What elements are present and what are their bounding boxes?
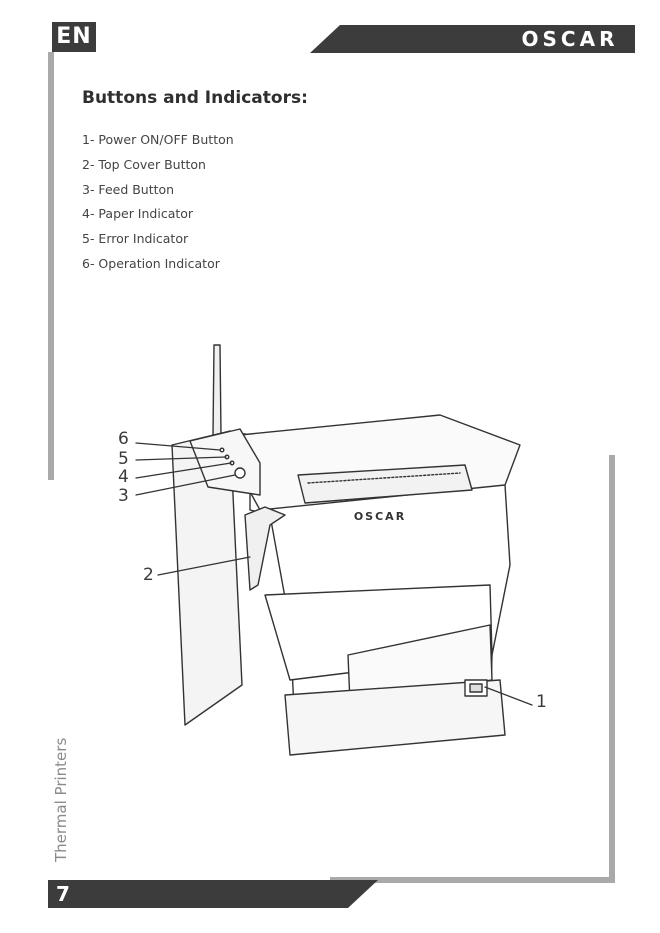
side-label: Thermal Printers <box>52 738 70 862</box>
list-item: 1- Power ON/OFF Button <box>82 128 234 153</box>
page-number: 7 <box>56 882 86 906</box>
brand-logo: OSCAR <box>510 27 630 51</box>
buttons-indicators-list: 1- Power ON/OFF Button 2- Top Cover Butt… <box>82 128 234 277</box>
list-item: 2- Top Cover Button <box>82 153 234 178</box>
callout-5: 5 <box>118 450 129 468</box>
printer-brand-text: OSCAR <box>354 510 406 523</box>
list-item: 3- Feed Button <box>82 178 234 203</box>
antenna <box>213 345 221 435</box>
list-item: 5- Error Indicator <box>82 227 234 252</box>
power-switch <box>465 680 487 696</box>
section-title: Buttons and Indicators: <box>82 88 308 108</box>
left-margin-rule <box>48 52 54 480</box>
callout-6: 6 <box>118 430 129 448</box>
footer-bar <box>48 880 378 908</box>
printer-illustration: OSCAR <box>100 335 560 775</box>
list-item: 4- Paper Indicator <box>82 202 234 227</box>
callout-3: 3 <box>118 487 129 505</box>
language-badge: EN <box>52 22 96 52</box>
callout-2: 2 <box>143 566 154 584</box>
callout-1: 1 <box>536 693 547 711</box>
list-item: 6- Operation Indicator <box>82 252 234 277</box>
right-margin-rule <box>609 455 615 883</box>
callout-4: 4 <box>118 468 129 486</box>
